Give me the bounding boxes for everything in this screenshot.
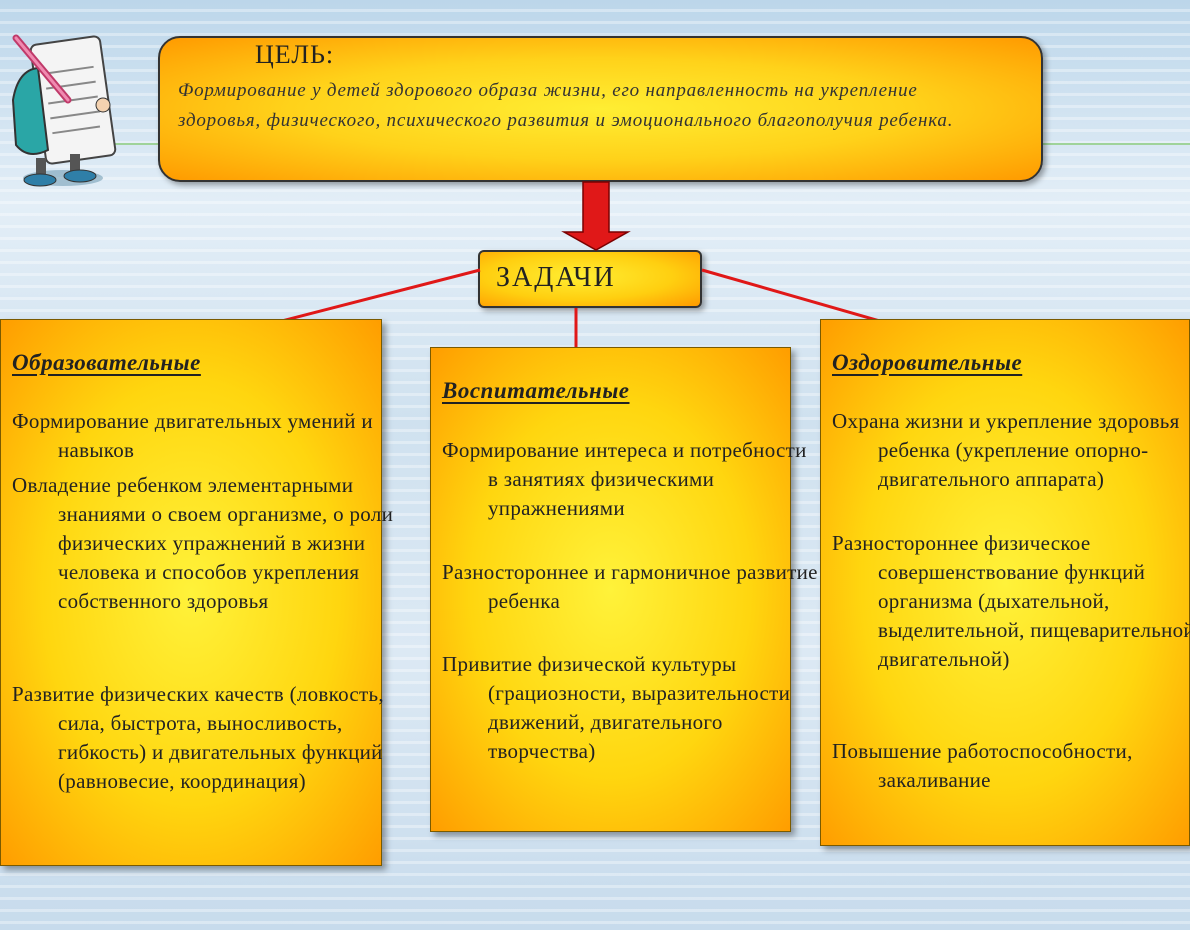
- goal-box: ЦЕЛЬ: Формирование у детей здорового обр…: [158, 36, 1043, 182]
- upbringing-item: Разностороннее и гармоничное развитие ре…: [442, 560, 818, 613]
- health-item: Разностороннее физическое совершенствова…: [832, 531, 1190, 671]
- educational-item: Формирование двигательных умений и навык…: [12, 409, 373, 462]
- goal-text: Формирование у детей здорового образа жи…: [178, 80, 954, 131]
- health-title: Оздоровительные: [832, 350, 1023, 375]
- decorative-line-left: [95, 143, 160, 145]
- upbringing-item: Формирование интереса и потребности в за…: [442, 438, 807, 520]
- health-box: Оздоровительные Охрана жизни и укреплени…: [820, 319, 1190, 846]
- educational-item: Овладение ребенком элементарными знаниям…: [12, 473, 394, 613]
- goal-to-tasks-arrow: [561, 181, 631, 251]
- upbringing-box: Воспитательные Формирование интереса и п…: [430, 347, 817, 832]
- tasks-box: ЗАДАЧИ: [478, 250, 702, 308]
- tasks-label: ЗАДАЧИ: [496, 262, 616, 293]
- upbringing-title: Воспитательные: [442, 378, 630, 403]
- goal-title: ЦЕЛЬ:: [255, 40, 335, 69]
- educational-title: Образовательные: [12, 350, 201, 375]
- upbringing-item: Привитие физической культуры (грациознос…: [442, 652, 791, 763]
- health-item: Повышение работоспособности, закаливание: [832, 739, 1133, 792]
- health-item: Охрана жизни и укрепление здоровья ребен…: [832, 409, 1180, 491]
- decorative-line-right: [1043, 143, 1190, 145]
- mascot-notepad-icon: [11, 34, 117, 187]
- educational-box: Образовательные Формирование двигательны…: [0, 319, 393, 866]
- educational-item: Развитие физических качеств (ловкость, с…: [12, 682, 384, 793]
